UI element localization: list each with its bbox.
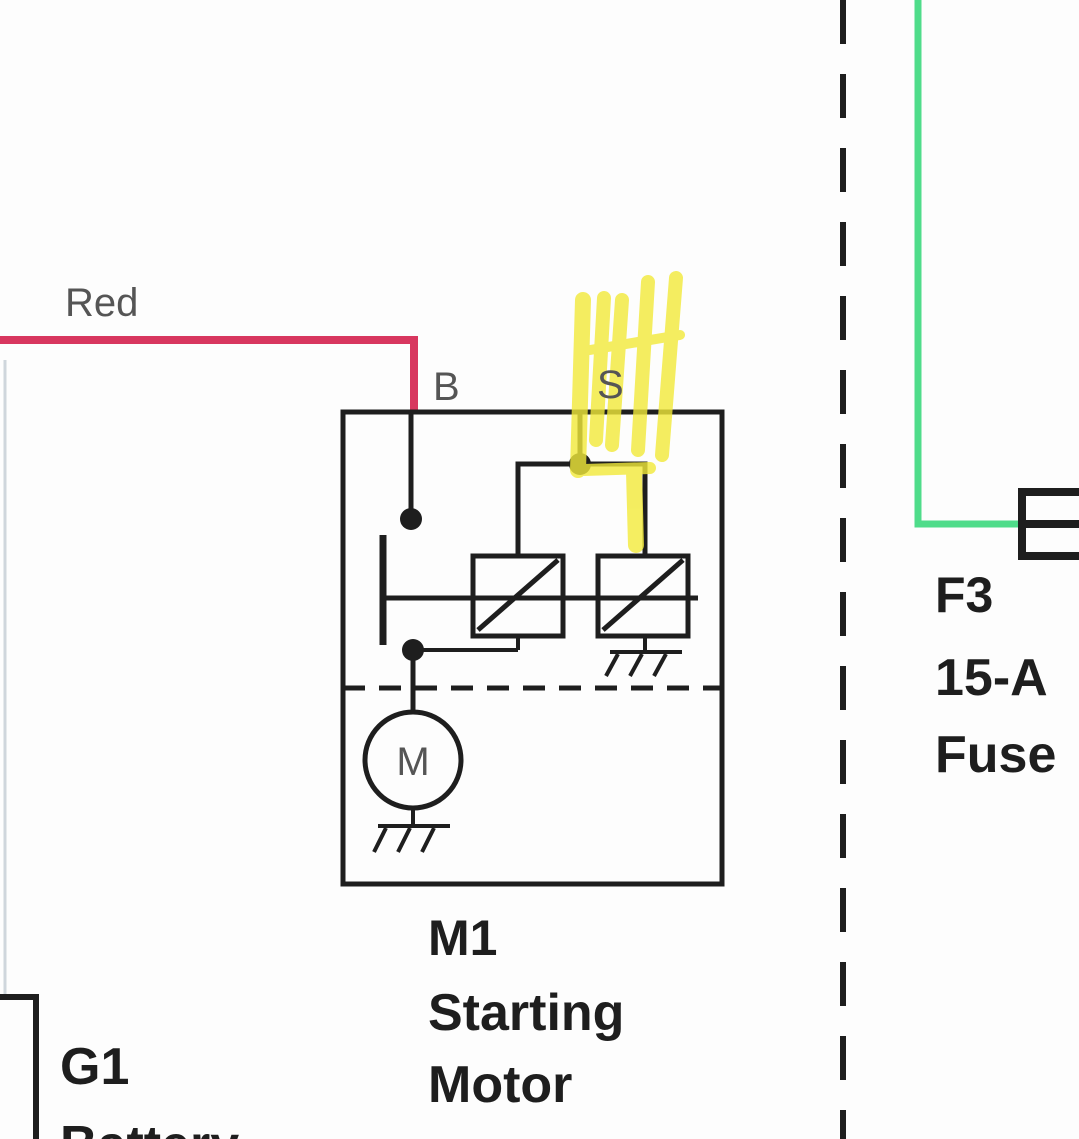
red-wire	[0, 336, 418, 410]
contact-upper-dot	[400, 508, 422, 530]
battery-name: Battery	[60, 1116, 239, 1139]
fuse-ref: F3	[935, 567, 993, 623]
fuse-icon	[1018, 488, 1079, 560]
hold-in-coil-icon	[595, 553, 698, 639]
starting-motor-name-line2: Motor	[428, 1056, 572, 1114]
green-wire	[914, 0, 1022, 528]
fuse-rating: 15-A	[935, 649, 1048, 707]
battery-icon	[0, 994, 39, 1139]
coil-ground-icon	[604, 636, 682, 677]
motor-symbol-label: M	[396, 740, 429, 784]
starting-motor-name-line1: Starting	[428, 984, 624, 1042]
battery-ref: G1	[60, 1038, 129, 1096]
terminal-s-label: S	[597, 363, 624, 407]
s-terminal-wire	[515, 461, 648, 556]
fuse-name: Fuse	[935, 726, 1056, 784]
motor-icon: M	[362, 709, 464, 811]
terminal-b-label: B	[433, 365, 460, 409]
red-wire-label: Red	[65, 281, 138, 325]
starting-motor-box	[340, 409, 725, 887]
highlighter-marks	[570, 271, 685, 553]
starting-motor-ref: M1	[428, 910, 497, 966]
pull-in-coil-icon	[470, 553, 566, 639]
motor-ground-icon	[372, 808, 450, 853]
